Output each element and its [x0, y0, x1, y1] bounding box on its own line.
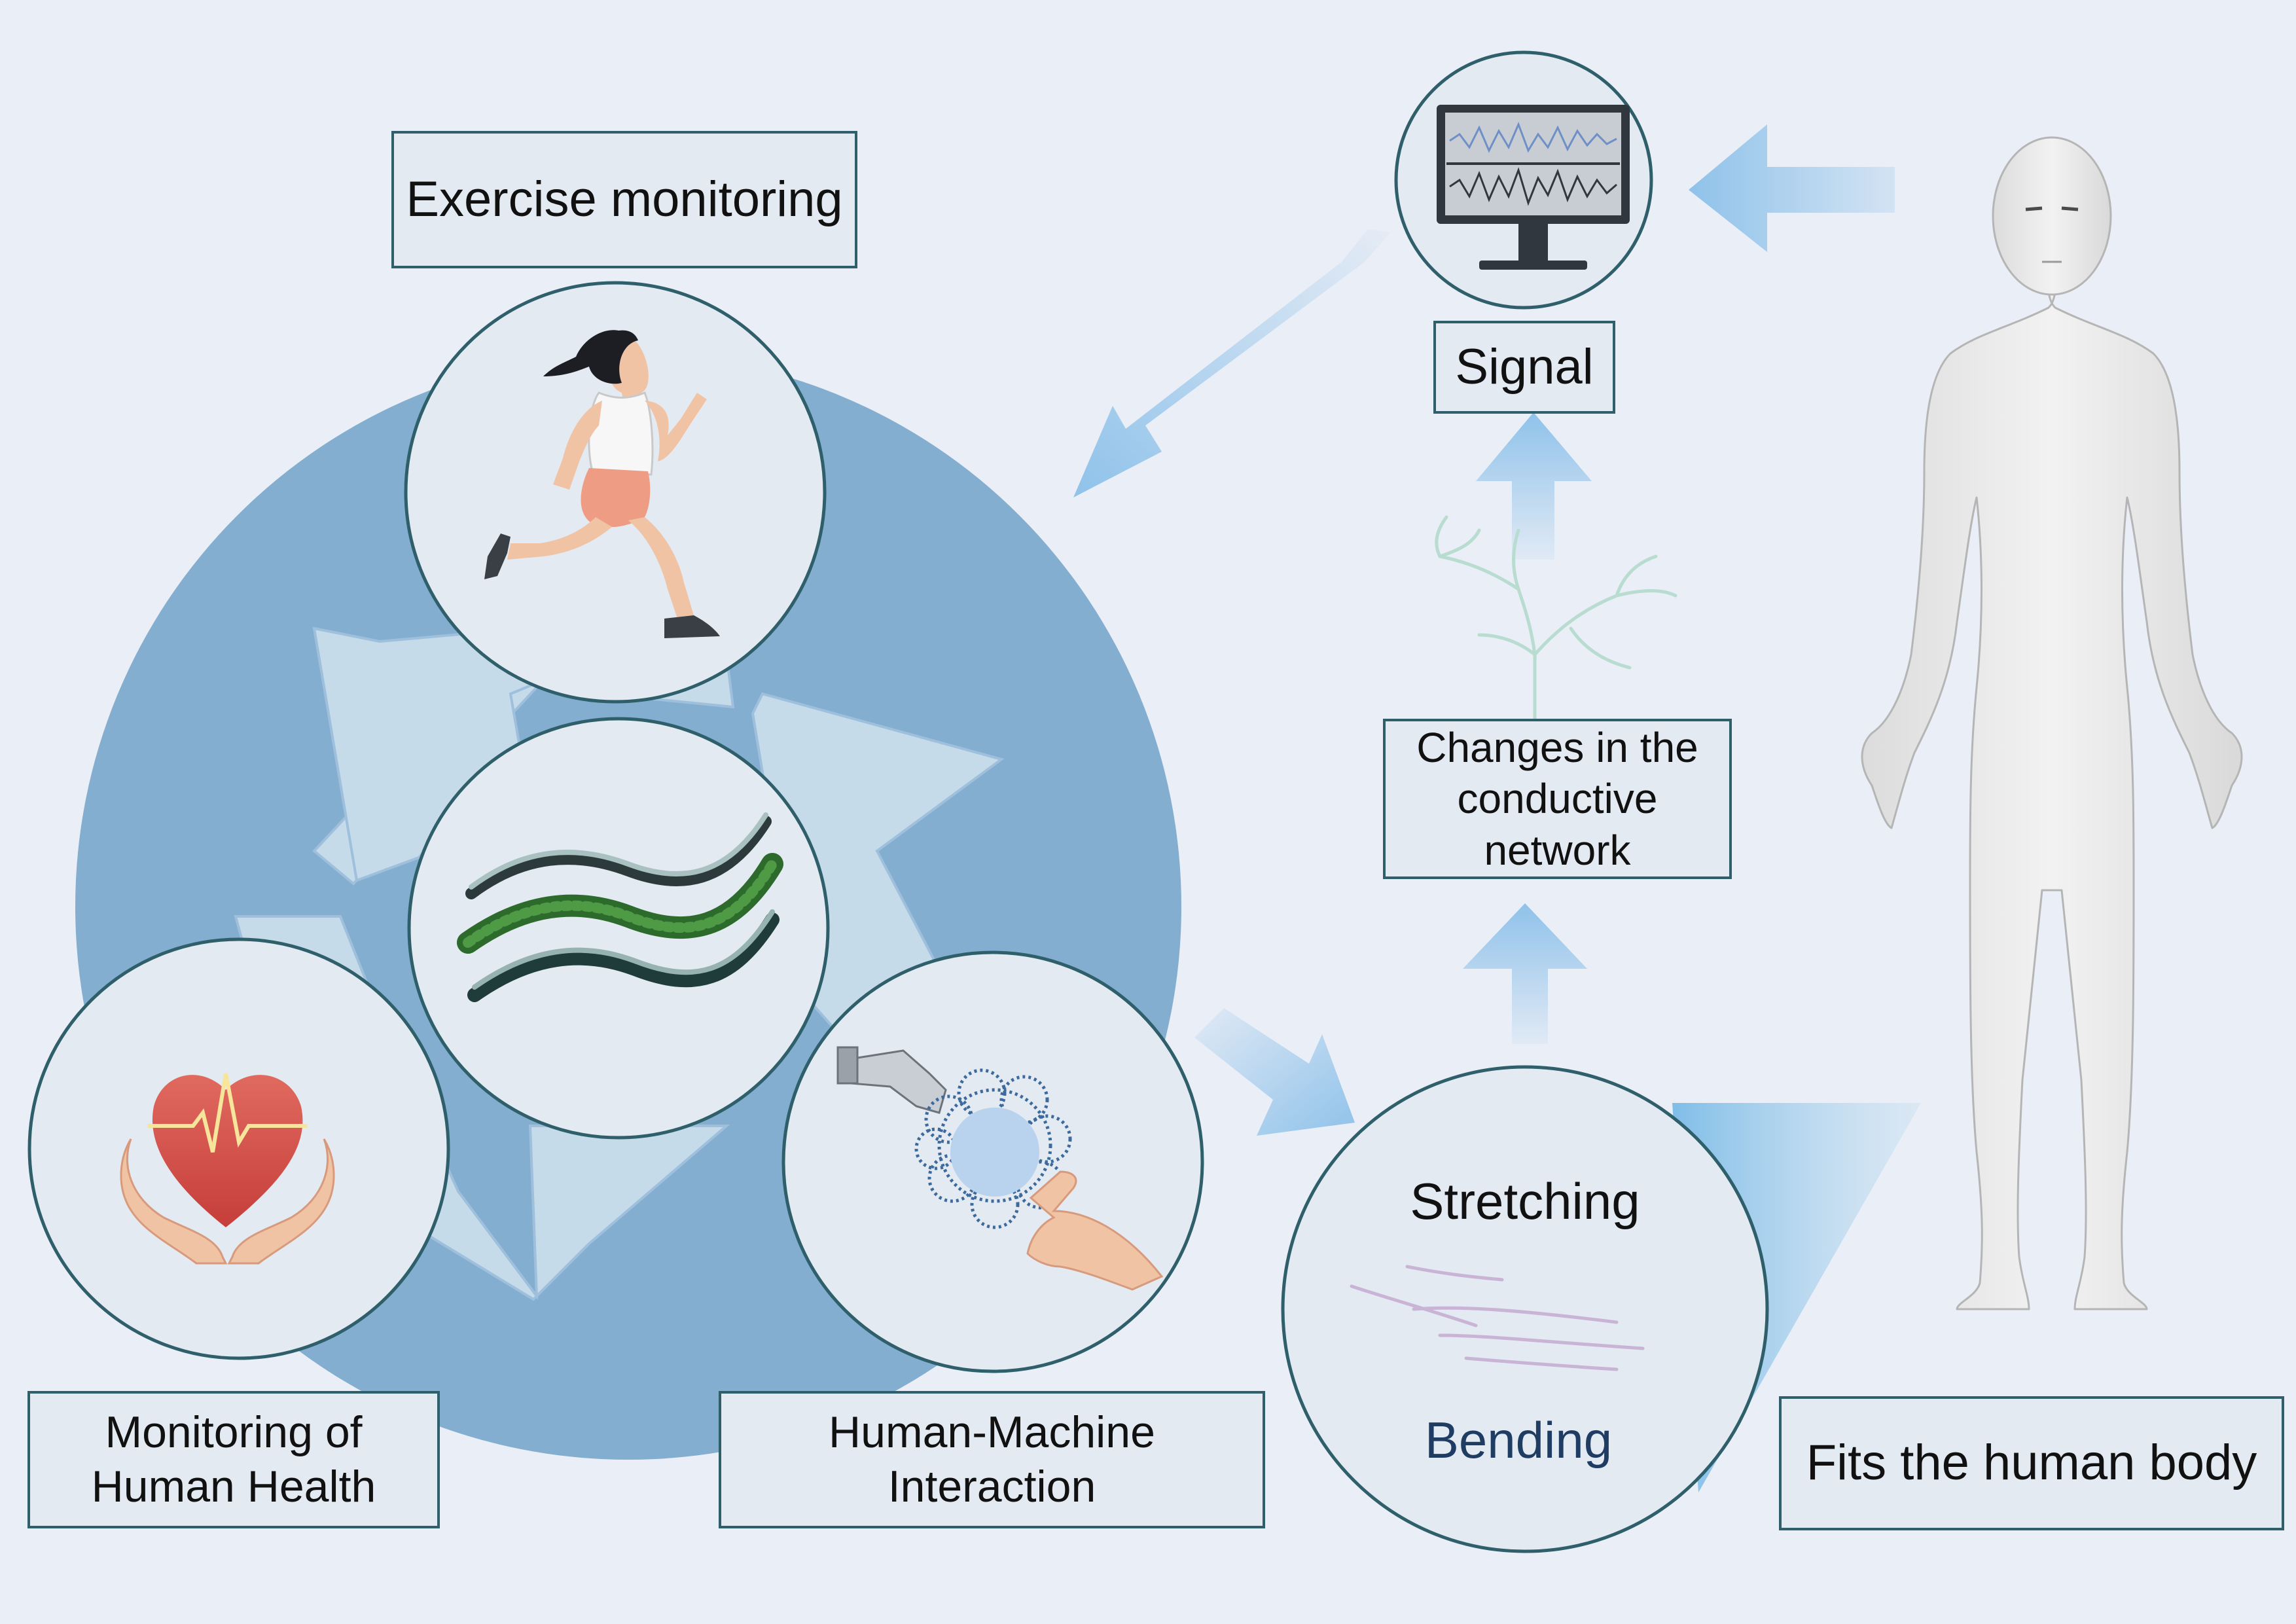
arrow-cycle-to-bending [1194, 1008, 1355, 1136]
label-fits-body: Fits the human body [1779, 1396, 2284, 1530]
monitor-waveform-icon [1437, 105, 1630, 270]
label-human-health: Monitoring of Human Health [27, 1391, 440, 1528]
circle-stretch-bend [1281, 1065, 1769, 1553]
label-conductive-line-1: Changes in the [1416, 724, 1698, 772]
label-signal: Signal [1433, 321, 1615, 414]
label-stretching: Stretching [1410, 1172, 1640, 1230]
arrow-bending-to-network [1463, 903, 1587, 1044]
branching-network-icon [1435, 515, 1677, 722]
label-human-health-line-2: Human Health [91, 1462, 376, 1511]
label-bending: Bending [1424, 1411, 1613, 1469]
running-woman-icon [484, 330, 720, 638]
arrow-signal-to-cycle [1073, 229, 1391, 497]
arrow-network-to-signal [1476, 412, 1592, 560]
label-fits-body-text: Fits the human body [1806, 1435, 2257, 1491]
label-hmi-line-1: Human-Machine [829, 1407, 1155, 1458]
label-hmi-line-2: Interaction [888, 1462, 1096, 1511]
flexible-sensor-film-icon [457, 812, 783, 1002]
robot-and-human-hand-icon [836, 1046, 1164, 1291]
label-hmi: Human-Machine Interaction [719, 1391, 1265, 1528]
label-conductive-line-2: conductive [1457, 775, 1658, 823]
label-exercise-text: Exercise monitoring [406, 171, 843, 227]
heart-in-hands-icon [120, 1073, 335, 1265]
label-signal-text: Signal [1455, 338, 1594, 395]
label-human-health-line-1: Monitoring of [105, 1407, 363, 1458]
stretched-fibers-icon [1350, 1265, 1645, 1371]
circle-sensor [407, 717, 830, 1140]
label-conductive-line-3: network [1484, 826, 1631, 874]
arrow-body-to-signal [1689, 124, 1895, 252]
label-exercise-monitoring: Exercise monitoring [391, 131, 857, 268]
human-body-figure [1861, 136, 2243, 1310]
label-conductive-network: Changes in the conductive network [1383, 719, 1732, 879]
